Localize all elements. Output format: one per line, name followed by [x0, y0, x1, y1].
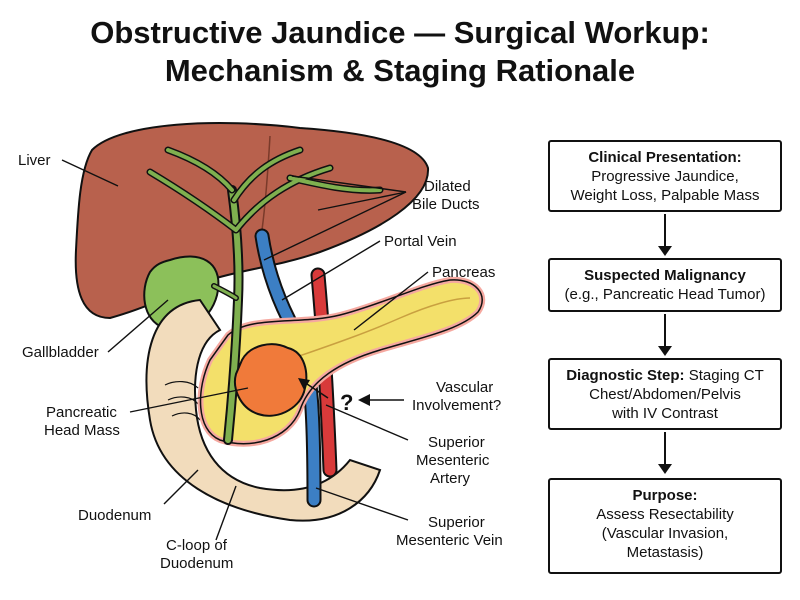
label-sma-1: Superior: [428, 434, 485, 451]
label-cloop-1: C-loop of: [166, 537, 228, 554]
mass-vessel-arrow-head: [298, 378, 310, 390]
dilated-bile-ducts: [146, 146, 384, 445]
label-sma-3: Artery: [430, 470, 471, 487]
label-portal-vein: Portal Vein: [384, 233, 457, 250]
box4-line1: Assess Resectability: [596, 506, 734, 523]
flow-arrow-1: [658, 214, 672, 256]
flow-arrow-3: [658, 432, 672, 474]
flow-box-diagnostic-step: Diagnostic Step: Staging CT Chest/Abdome…: [548, 358, 782, 430]
label-vascular-1: Vascular: [436, 379, 493, 396]
vascular-arrow-head: [358, 394, 370, 406]
label-gallbladder: Gallbladder: [22, 344, 99, 361]
box2-heading: Suspected Malignancy: [584, 267, 746, 284]
liver: [74, 122, 430, 320]
mass-vessel-arrow: [303, 381, 329, 399]
box4-line2: (Vascular Invasion,: [601, 525, 729, 542]
box4-heading: Purpose:: [632, 487, 698, 504]
flow-box-suspected-malignancy: Suspected Malignancy (e.g., Pancreatic H…: [548, 258, 782, 312]
title-line-2: Mechanism & Staging Rationale: [164, 53, 636, 88]
box1-line1: Progressive Jaundice,: [591, 168, 739, 185]
flow-arrow-2: [658, 314, 672, 356]
box2-line1: (e.g., Pancreatic Head Tumor): [564, 286, 766, 303]
box3-line2: with IV Contrast: [612, 405, 718, 422]
box3-line1: Chest/Abdomen/Pelvis: [589, 386, 741, 403]
label-dilated-1: Dilated: [424, 178, 471, 195]
label-cloop-2: Duodenum: [160, 555, 233, 572]
label-mass-2: Head Mass: [44, 422, 120, 439]
label-dilated-2: Bile Ducts: [412, 196, 480, 213]
title-line-1: Obstructive Jaundice — Surgical Workup:: [90, 15, 710, 50]
box3-heading-tail: Staging CT: [684, 367, 764, 384]
label-smv-1: Superior: [428, 514, 485, 531]
label-vascular-2: Involvement?: [412, 397, 501, 414]
label-sma-2: Mesenteric: [416, 452, 490, 469]
question-mark: ?: [340, 390, 353, 415]
box1-heading: Clinical Presentation:: [588, 149, 742, 166]
label-duodenum: Duodenum: [78, 507, 151, 524]
duodenum: [145, 298, 382, 522]
label-liver: Liver: [18, 152, 51, 169]
box3-heading: Diagnostic Step:: [566, 367, 685, 384]
label-mass-1: Pancreatic: [46, 404, 117, 421]
pancreatic-head-mass: [234, 343, 308, 417]
label-pancreas: Pancreas: [432, 264, 495, 281]
flow-box-clinical-presentation: Clinical Presentation: Progressive Jaund…: [548, 140, 782, 212]
box4-line3: Metastasis): [626, 544, 704, 561]
page-title: Obstructive Jaundice — Surgical Workup: …: [0, 14, 800, 90]
leader-lines: [61, 159, 429, 541]
duodenum-folds: [164, 381, 201, 421]
liver-lobe-divider: [261, 135, 271, 231]
box1-line2: Weight Loss, Palpable Mass: [570, 187, 760, 204]
label-smv-2: Mesenteric Vein: [396, 532, 503, 549]
flow-box-purpose: Purpose: Assess Resectability (Vascular …: [548, 478, 782, 574]
